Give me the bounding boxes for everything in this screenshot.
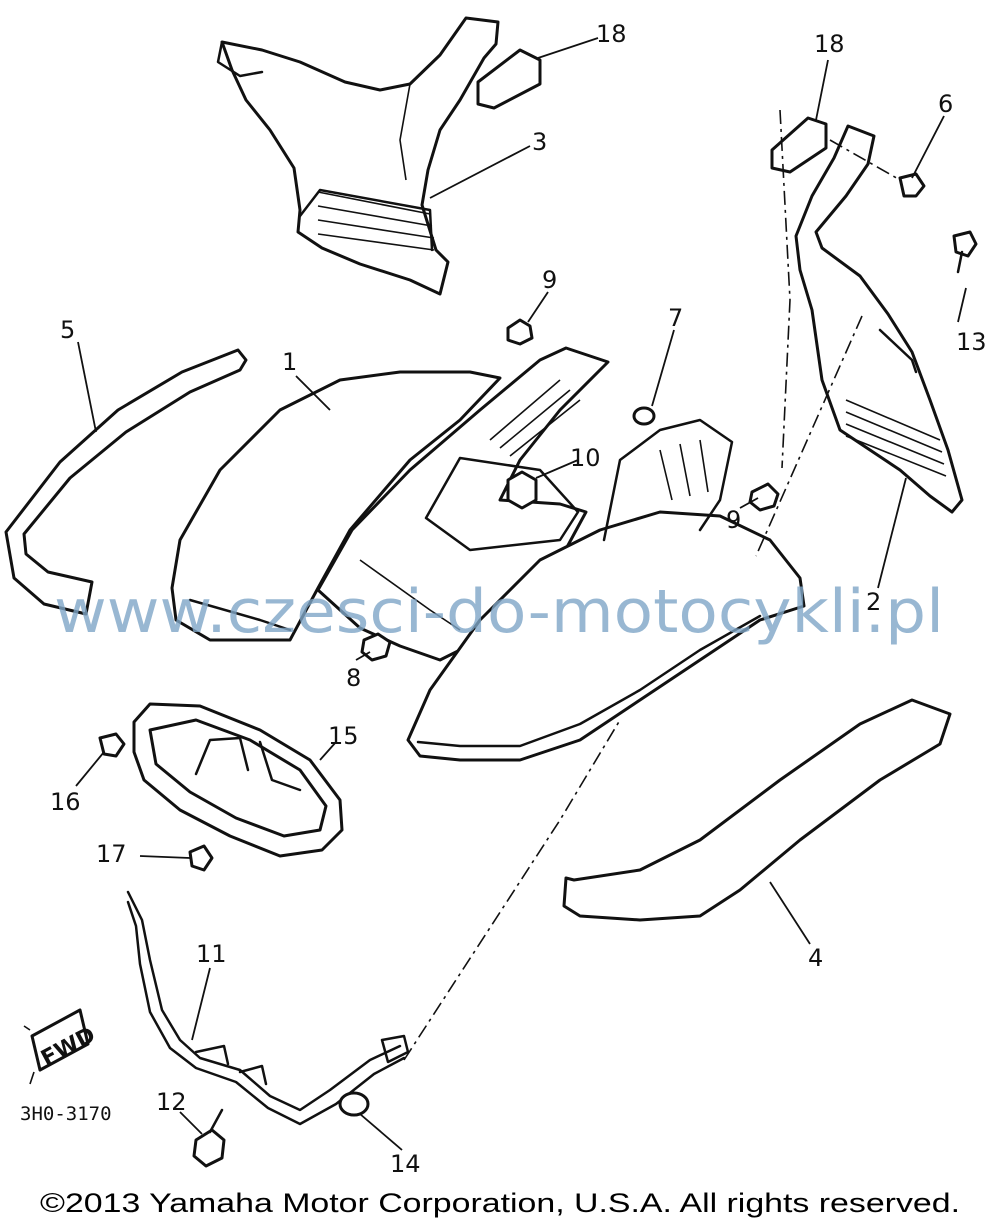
fastener-9-upper <box>506 318 534 346</box>
callout-4: 4 <box>808 944 823 972</box>
callout-11: 11 <box>196 940 227 968</box>
part-15-bracket-frame <box>132 702 344 858</box>
copyright-notice: ©2013 Yamaha Motor Corporation, U.S.A. A… <box>40 1188 960 1218</box>
callout-14: 14 <box>390 1150 421 1178</box>
part-18-pad-right <box>770 116 828 174</box>
callout-12: 12 <box>156 1088 187 1116</box>
watermark: www.czesci-do-motocykli.pl <box>54 577 944 647</box>
diagram-code: 3H0-3170 <box>20 1103 112 1125</box>
callout-3: 3 <box>532 128 547 156</box>
part-rear-fender <box>406 418 806 762</box>
callout-labels: 18 3 18 6 9 5 1 7 13 10 9 2 8 15 16 17 1… <box>50 20 987 1178</box>
callout-16: 16 <box>50 788 81 816</box>
callout-15: 15 <box>328 722 359 750</box>
fastener-17 <box>188 844 214 872</box>
callout-6: 6 <box>938 90 953 118</box>
callout-1: 1 <box>282 348 297 376</box>
part-18-pad-top <box>476 48 542 110</box>
fastener-9-right <box>748 482 780 512</box>
fastener-10 <box>506 470 538 510</box>
callout-13: 13 <box>956 328 987 356</box>
callout-10: 10 <box>570 444 601 472</box>
callout-18b: 18 <box>814 30 845 58</box>
fastener-13 <box>952 230 978 274</box>
fastener-14 <box>338 1091 370 1117</box>
callout-17: 17 <box>96 840 127 868</box>
part-1-front-fender <box>170 370 502 642</box>
callout-9a: 9 <box>542 266 557 294</box>
fwd-tag: FWD <box>23 1008 100 1085</box>
callout-2: 2 <box>866 588 881 616</box>
callout-8: 8 <box>346 664 361 692</box>
part-2-side-panel <box>794 124 964 514</box>
grommet-7 <box>632 406 656 426</box>
callout-5: 5 <box>60 316 75 344</box>
callout-9b: 9 <box>726 506 741 534</box>
part-5-trim-strip <box>4 348 248 616</box>
leader-lines <box>75 37 967 1151</box>
callout-18a: 18 <box>596 20 627 48</box>
part-4-trim-strip <box>562 698 952 922</box>
part-3-side-panel <box>216 16 500 296</box>
fastener-12 <box>192 1108 226 1168</box>
callout-7: 7 <box>668 304 683 332</box>
fastener-16 <box>98 732 126 758</box>
